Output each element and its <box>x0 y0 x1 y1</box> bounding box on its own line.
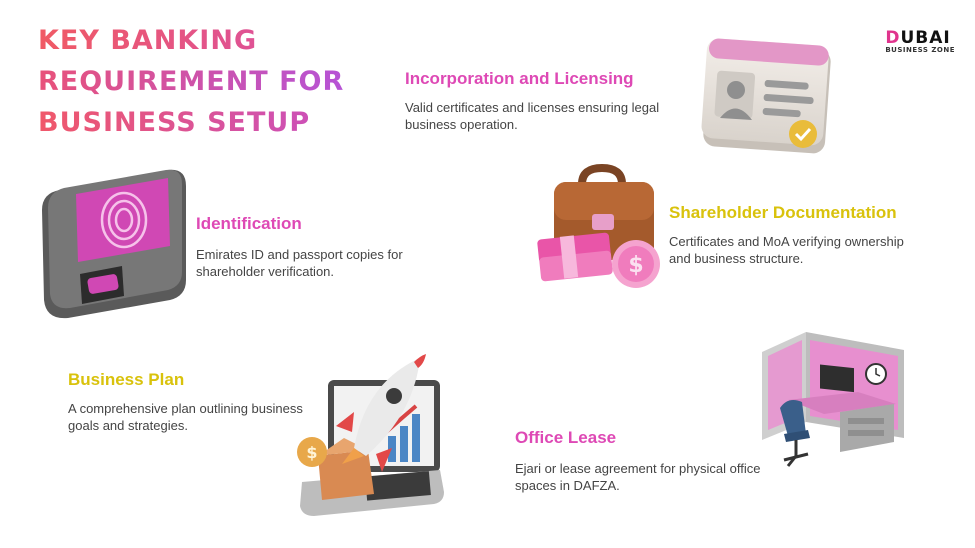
svg-text:$: $ <box>306 443 317 462</box>
office-lease-description: Ejari or lease agreement for physical of… <box>515 460 815 494</box>
fingerprint-scanner-icon <box>42 169 186 319</box>
identification-desc-line-1: Emirates ID and passport copies for <box>196 247 403 262</box>
office-lease-desc-line-1: Ejari or lease agreement for physical of… <box>515 461 761 476</box>
dubai-business-zone-logo: DUBAI BUSINESS ZONE <box>885 28 955 54</box>
shareholder-desc-line-1: Certificates and MoA verifying ownership <box>669 234 904 249</box>
identification-description: Emirates ID and passport copies for shar… <box>196 246 456 280</box>
title-line-3: BUSINESS SETUP <box>38 102 344 143</box>
office-lease-heading: Office Lease <box>515 428 617 447</box>
incorporation-desc-line-1: Valid certificates and licenses ensuring… <box>405 100 660 115</box>
incorporation-description: Valid certificates and licenses ensuring… <box>405 99 695 133</box>
business-plan-desc-line-1: A comprehensive plan outlining business <box>68 401 303 416</box>
rocket-laptop-icon: $ <box>297 354 444 516</box>
business-plan-description: A comprehensive plan outlining business … <box>68 400 338 434</box>
identification-heading: Identification <box>196 214 302 233</box>
shareholder-desc-line-2: and business structure. <box>669 251 804 266</box>
office-cubicle-icon <box>762 332 904 467</box>
title-line-1: KEY BANKING <box>38 20 344 61</box>
shareholder-documentation-description: Certificates and MoA verifying ownership… <box>669 233 959 267</box>
briefcase-money-icon: $ <box>537 163 660 288</box>
shareholder-documentation-heading: Shareholder Documentation <box>669 203 897 222</box>
office-lease-desc-line-2: spaces in DAFZA. <box>515 478 620 493</box>
id-card-icon <box>701 38 831 154</box>
svg-text:$: $ <box>628 253 643 278</box>
logo-sub-text: BUSINESS ZONE <box>885 46 955 54</box>
logo-mark: D <box>885 28 901 48</box>
identification-desc-line-2: shareholder verification. <box>196 264 335 279</box>
title-line-2: REQUIREMENT FOR <box>38 61 344 102</box>
business-plan-desc-line-2: goals and strategies. <box>68 418 188 433</box>
incorporation-desc-line-2: business operation. <box>405 117 518 132</box>
incorporation-heading: Incorporation and Licensing <box>405 69 634 88</box>
business-plan-heading: Business Plan <box>68 370 185 389</box>
logo-main-text: UBAI <box>900 28 951 48</box>
page-title: KEY BANKING REQUIREMENT FOR BUSINESS SET… <box>38 20 344 143</box>
